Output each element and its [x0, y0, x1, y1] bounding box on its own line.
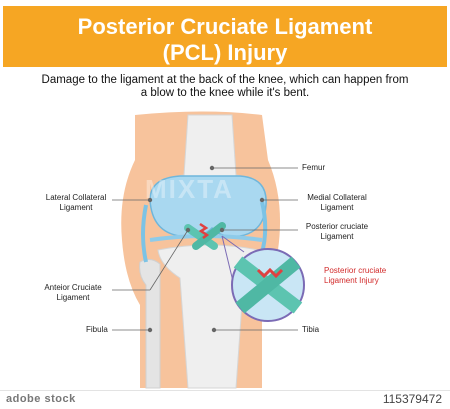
anterior-cruciate-label: Anteior Cruciate Ligament [44, 283, 102, 302]
pcl-tear-mark [198, 222, 210, 239]
injury-zoom-inset [231, 248, 305, 322]
femur-label: Femur [302, 163, 326, 172]
posterior-cruciate-ligament [192, 222, 226, 250]
stock-brand: adobe stock [6, 393, 76, 405]
subtitle-line2: a blow to the knee while it's bent. [140, 87, 310, 99]
stock-id: 115379472 [382, 392, 442, 406]
lateral-collateral-label: Lateral Collateral Ligament [45, 193, 107, 212]
anterior-cruciate-ligament [184, 224, 218, 250]
page-title-line1: Posterior Cruciate Ligament [77, 14, 373, 39]
page-title-line2: (PCL) Injury [162, 40, 288, 65]
title-banner: Posterior Cruciate Ligament (PCL) Injury [3, 6, 447, 67]
watermark-text: MIXTA [145, 174, 234, 204]
medial-collateral-label: Medial Collateral Ligament [307, 193, 367, 212]
tibia-label: Tibia [302, 325, 320, 334]
knee-diagram [112, 111, 305, 389]
pcl-injury-label: Posterior cruciate Ligament Injury [324, 266, 387, 285]
posterior-cruciate-label: Posterior cruciate Ligament [305, 222, 369, 241]
subtitle-line1: Damage to the ligament at the back of th… [41, 74, 409, 86]
fibula-label: Fibula [86, 325, 108, 334]
lateral-collateral-ligament [141, 204, 148, 263]
stock-footer: adobe stock 115379472 [0, 390, 450, 409]
